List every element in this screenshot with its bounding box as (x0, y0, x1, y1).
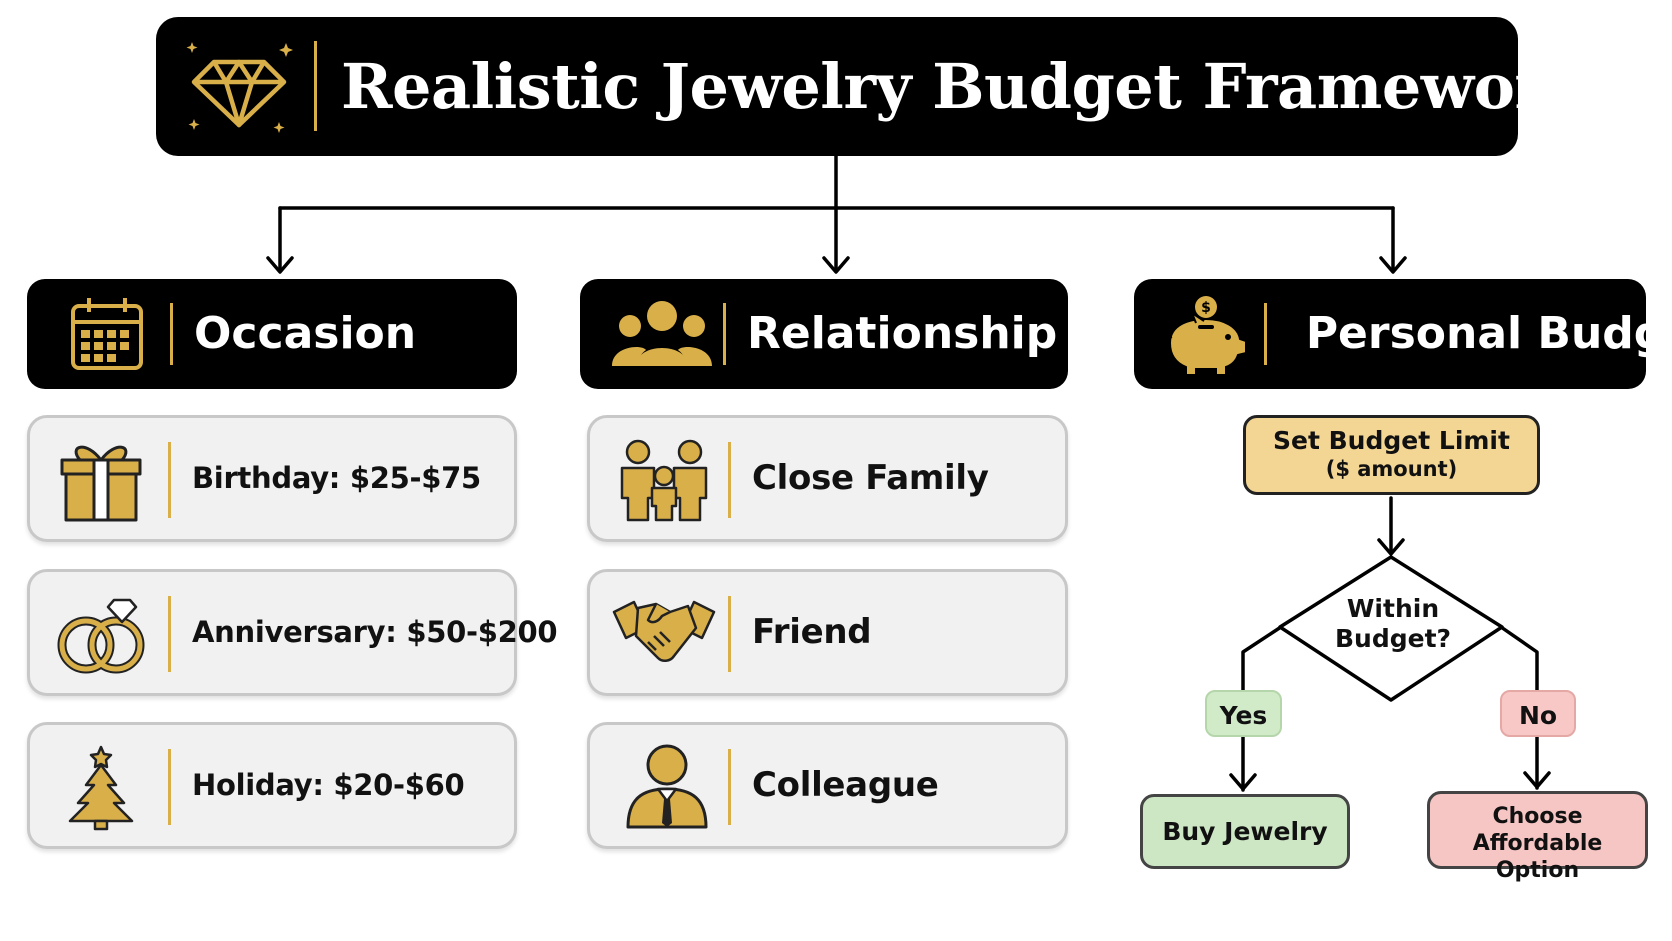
svg-text:$: $ (1201, 300, 1211, 316)
title-divider (314, 41, 317, 131)
relationship-card-colleague: Colleague (587, 722, 1068, 849)
card-divider (168, 596, 171, 672)
header-divider (1264, 303, 1267, 365)
buy-jewelry-box: Buy Jewelry (1140, 794, 1350, 869)
group-icon (612, 301, 712, 366)
card-divider (168, 749, 171, 825)
businessperson-icon (626, 744, 708, 829)
title-banner: Realistic Jewelry Budget Framework (156, 17, 1590, 156)
no-badge: No (1500, 690, 1576, 737)
choose-affordable-option-box: Choose Affordable Option (1427, 791, 1648, 883)
gift-icon (60, 445, 142, 522)
christmas-tree-icon (68, 745, 134, 831)
decision-line-1: Within (1346, 594, 1440, 623)
occasion-card-anniversary: Anniversary: $50-$200 (27, 569, 558, 696)
close-family-label: Close Family (752, 458, 989, 498)
occasion-card-birthday: Birthday: $25-$75 (27, 415, 517, 542)
page-title: Realistic Jewelry Budget Framework (341, 50, 1590, 123)
card-divider (728, 749, 731, 825)
card-divider (728, 442, 731, 518)
holiday-budget: Holiday: $20-$60 (192, 768, 465, 802)
yes-badge: Yes (1205, 690, 1282, 737)
relationship-card-friend: Friend (587, 569, 1068, 696)
occasion-card-holiday: Holiday: $20-$60 (27, 722, 517, 849)
friend-label: Friend (752, 612, 872, 652)
personal-budget-header: $ Personal Budget (1134, 279, 1672, 389)
header-divider (723, 303, 726, 365)
card-divider (728, 596, 731, 672)
header-divider (170, 303, 173, 365)
relationship-card-close-family: Close Family (587, 415, 1068, 542)
set-limit-sub-label: ($ amount) (1325, 457, 1458, 481)
piggy-bank-icon: $ (1163, 296, 1247, 376)
family-icon (620, 439, 708, 522)
set-limit-label: Set Budget Limit (1273, 426, 1510, 455)
card-divider (168, 442, 171, 518)
calendar-icon (71, 298, 143, 370)
decision-within-budget: Within Budget? (1300, 594, 1486, 654)
occasion-header: Occasion (27, 279, 517, 389)
choose-line-2: Affordable Option (1472, 831, 1603, 883)
anniversary-budget: Anniversary: $50-$200 (192, 615, 558, 649)
handshake-icon (612, 600, 716, 662)
relationship-label: Relationship (747, 308, 1058, 359)
diamond-gem-icon (186, 42, 293, 133)
relationship-header: Relationship (580, 279, 1068, 389)
decision-line-2: Budget? (1334, 624, 1452, 653)
set-budget-limit-box: Set Budget Limit ($ amount) (1243, 415, 1540, 495)
personal-budget-label: Personal Budget (1305, 308, 1672, 359)
rings-icon (57, 598, 145, 674)
colleague-label: Colleague (752, 765, 939, 805)
birthday-budget: Birthday: $25-$75 (192, 461, 481, 495)
occasion-label: Occasion (194, 308, 417, 359)
choose-line-1: Choose (1492, 804, 1583, 829)
